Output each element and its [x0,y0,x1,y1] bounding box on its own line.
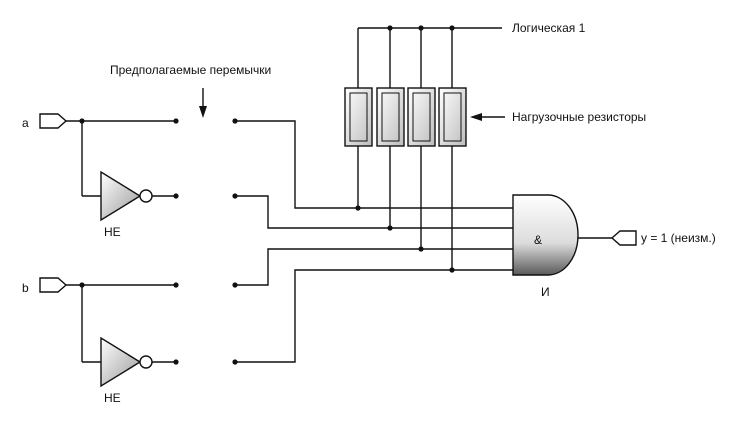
not-gate-b-label: НЕ [104,391,121,405]
input-a-wires [66,118,175,197]
logic-one-rail [357,25,502,88]
not-gate-a [100,170,153,222]
output-terminal [610,230,637,246]
and-gate-symbol: & [534,233,542,247]
pullup-resistors [344,87,467,147]
input-a-label: a [22,116,29,130]
not-gate-a-label: НЕ [104,225,121,239]
input-b-wires [66,282,175,363]
input-b-label: b [22,281,29,295]
input-a-terminal [39,113,68,129]
and-gate-label: И [541,285,550,299]
gate-input-wires [235,120,513,363]
jumper-points [173,118,238,365]
resistors-arrow [470,113,505,121]
input-b-terminal [39,277,68,293]
jumper-arrow [199,88,207,118]
and-gate [512,194,579,276]
logic-one-label: Логическая 1 [512,21,586,35]
output-label: y = 1 (неизм.) [641,231,716,245]
jumpers-label: Предполагаемые перемычки [110,63,271,77]
resistors-label: Нагрузочные резисторы [512,110,646,124]
not-gate-b [100,336,153,388]
